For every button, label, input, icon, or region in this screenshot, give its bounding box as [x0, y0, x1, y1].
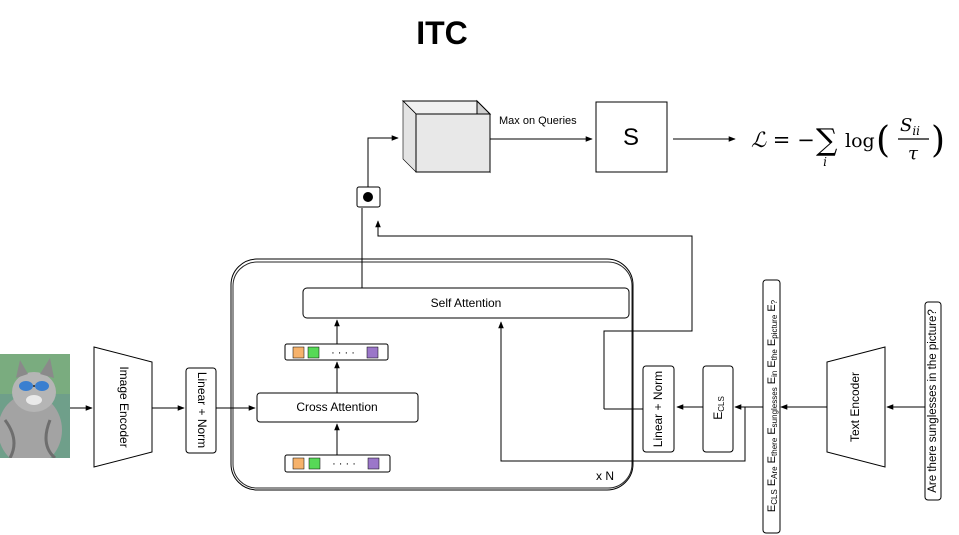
- token-embedding-sub-3: there: [770, 437, 779, 456]
- linear-norm-left-box: [185, 367, 217, 454]
- diagram-title: ITC: [416, 15, 468, 51]
- open-paren: (: [876, 120, 890, 161]
- query-token-green: [307, 346, 320, 359]
- arrow-dot-to-cube: [367, 135, 399, 187]
- repeat-count-label: x N: [596, 469, 614, 483]
- image-encoder-label: Image Encoder: [117, 366, 131, 447]
- token-embedding-sub-8: ?: [770, 299, 779, 304]
- token-embedding-6: E: [766, 360, 778, 370]
- token-embedding-1: E: [766, 505, 778, 512]
- arrow-text-to-dot-product: [375, 220, 693, 409]
- token-embedding-sub-2: Are: [770, 466, 779, 479]
- token-embedding-sub-4: sunglesses: [770, 387, 779, 427]
- token-embedding-sub-5: in: [770, 371, 779, 377]
- token-embedding-sub-7: picture: [770, 314, 779, 339]
- image-encoder-block: [93, 346, 153, 468]
- linear-norm-right-label: Linear + Norm: [651, 371, 665, 447]
- text-encoder-label: Text Encoder: [848, 372, 862, 442]
- repeated-block-container: [230, 258, 634, 491]
- query-token-green: [308, 457, 321, 470]
- query-ellipsis: · · · ·: [332, 458, 356, 470]
- similarity-cube: [401, 99, 492, 174]
- query-ellipsis: · · · ·: [331, 347, 355, 359]
- loss-formula: ℒ = − ∑ i log ( Sii τ ): [751, 115, 945, 169]
- learnable-queries-middle: · · · ·: [284, 343, 389, 361]
- query-token-orange: [292, 346, 305, 359]
- query-token-purple: [366, 346, 379, 359]
- input-cat-image: [0, 354, 70, 458]
- similarity-s-box: [595, 101, 668, 173]
- loss-lhs: ℒ = −: [751, 128, 815, 152]
- token-embedding-5: E: [766, 377, 778, 387]
- token-embedding-8: E: [766, 304, 778, 314]
- ecls-label: ECLS: [711, 396, 726, 420]
- log-operator: log: [845, 130, 875, 152]
- self-attention-label: Self Attention: [431, 296, 502, 310]
- text-encoder-block: [826, 346, 886, 468]
- denominator: τ: [908, 143, 919, 164]
- sum-index: i: [823, 155, 827, 169]
- ecls-box: [702, 365, 734, 453]
- token-embedding-sub-1: CLS: [770, 489, 779, 505]
- token-embeddings-sequence: ECLS EAre Ethere Esunglesses Ein Ethe Ep…: [766, 299, 779, 512]
- token-embedding-3: E: [766, 456, 778, 466]
- question-text: Are there sunglesses in the picture?: [927, 309, 939, 492]
- max-on-queries-label: Max on Queries: [499, 115, 577, 127]
- query-token-purple: [367, 457, 380, 470]
- token-embedding-4: E: [766, 427, 778, 437]
- token-embedding-sub-6: the: [770, 349, 779, 361]
- arrow-tokens-to-self-attention: [498, 321, 746, 462]
- cross-attention-label: Cross Attention: [296, 400, 377, 414]
- sum-symbol: ∑: [816, 123, 838, 158]
- numerator: Sii: [900, 115, 920, 138]
- learnable-queries-bottom: · · · ·: [284, 454, 391, 473]
- question-box: [924, 301, 942, 501]
- close-paren: ): [931, 120, 945, 161]
- token-embedding-7: E: [766, 339, 778, 349]
- linear-norm-left-label: Linear + Norm: [195, 372, 209, 448]
- query-token-orange: [292, 457, 305, 470]
- dot-product-icon: [363, 192, 373, 202]
- similarity-s-label: S: [623, 124, 639, 151]
- token-embedding-2: E: [766, 479, 778, 489]
- self-attention-box: [302, 287, 630, 319]
